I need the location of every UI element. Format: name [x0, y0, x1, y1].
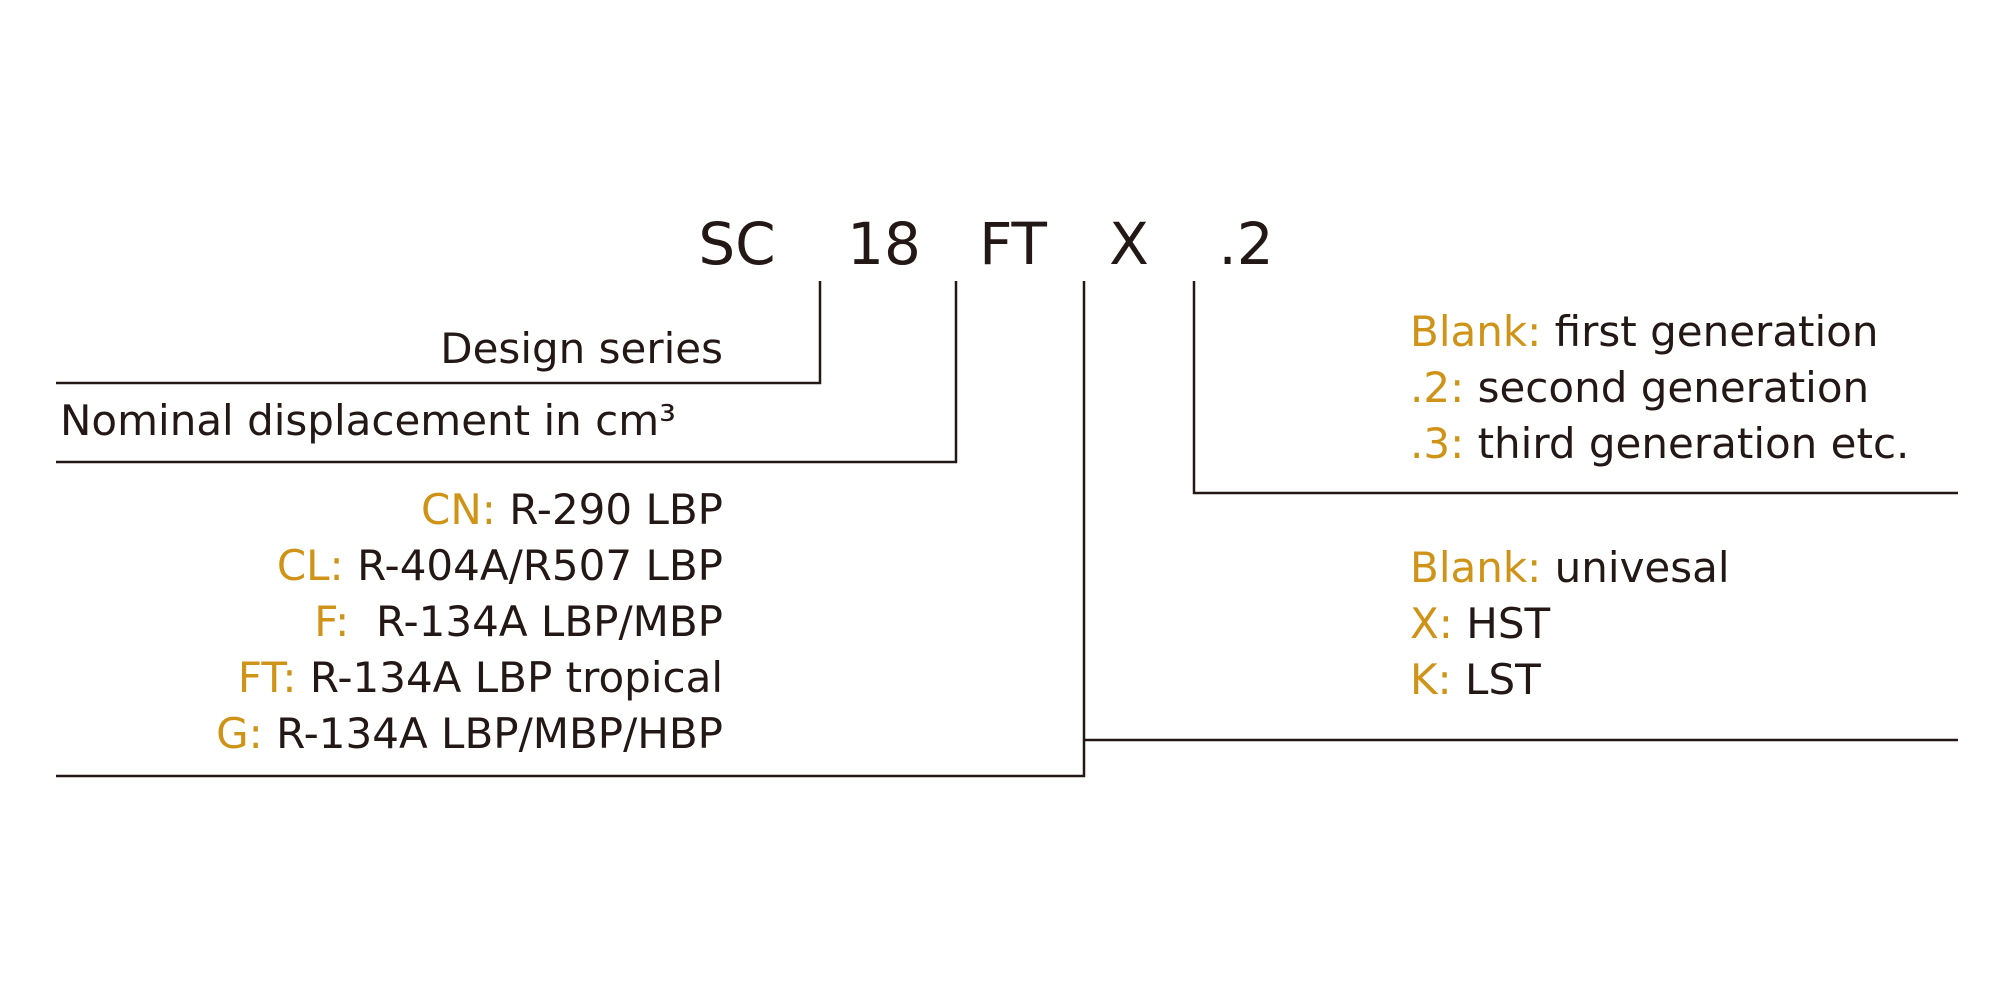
generation-key: .3:: [1410, 419, 1464, 468]
refrigerant-item: CN: R-290 LBP: [421, 485, 723, 534]
design-series-connector: [56, 281, 822, 385]
generation-item: .3: third generation etc.: [1410, 419, 1909, 468]
refrigerant-key: CN:: [421, 485, 496, 534]
code-part-x: X: [1109, 210, 1149, 278]
displacement-connector: [56, 281, 958, 464]
nominal-displacement-label: Nominal displacement in cm³: [60, 396, 676, 445]
refrigerant-value: R-134A LBP/MBP/HBP: [263, 709, 723, 758]
design-series-label: Design series: [440, 324, 723, 373]
start-torque-item: Blank: univesal: [1410, 543, 1730, 592]
refrigerant-key: F:: [314, 597, 349, 646]
code-part-ft: FT: [979, 210, 1047, 278]
refrigerant-key: CL:: [277, 541, 344, 590]
refrigerant-item: CL: R-404A/R507 LBP: [277, 541, 723, 590]
refrigerant-value: R-404A/R507 LBP: [344, 541, 723, 590]
generation-item: .2: second generation: [1410, 363, 1869, 412]
generation-key: Blank:: [1410, 307, 1541, 356]
refrigerant-key: FT:: [238, 653, 297, 702]
start-torque-value: HST: [1453, 599, 1551, 648]
refrigerant-key: G:: [216, 709, 263, 758]
generation-value: first generation: [1541, 307, 1878, 356]
refrigerant-value: R-290 LBP: [496, 485, 723, 534]
refrigerant-item: G: R-134A LBP/MBP/HBP: [216, 709, 723, 758]
generation-connector: [1192, 281, 1958, 495]
generation-item: Blank: first generation: [1410, 307, 1879, 356]
start-torque-key: K:: [1410, 655, 1452, 704]
refrigerant-item: F: R-134A LBP/MBP: [314, 597, 723, 646]
code-part-sc: SC: [698, 210, 775, 278]
start-torque-value: univesal: [1541, 543, 1729, 592]
generation-value: second generation: [1464, 363, 1869, 412]
generation-key: .2:: [1410, 363, 1464, 412]
start-torque-item: K: LST: [1410, 655, 1541, 704]
start-torque-key: X:: [1410, 599, 1453, 648]
code-part-generation: .2: [1218, 210, 1273, 278]
refrigerant-connector: [56, 281, 1086, 778]
start-torque-item: X: HST: [1410, 599, 1551, 648]
start-torque-key: Blank:: [1410, 543, 1541, 592]
refrigerant-item: FT: R-134A LBP tropical: [238, 653, 723, 702]
generation-value: third generation etc.: [1464, 419, 1909, 468]
start-torque-value: LST: [1452, 655, 1541, 704]
refrigerant-value: R-134A LBP/MBP: [349, 597, 723, 646]
code-part-18: 18: [847, 210, 921, 278]
refrigerant-value: R-134A LBP tropical: [297, 653, 723, 702]
